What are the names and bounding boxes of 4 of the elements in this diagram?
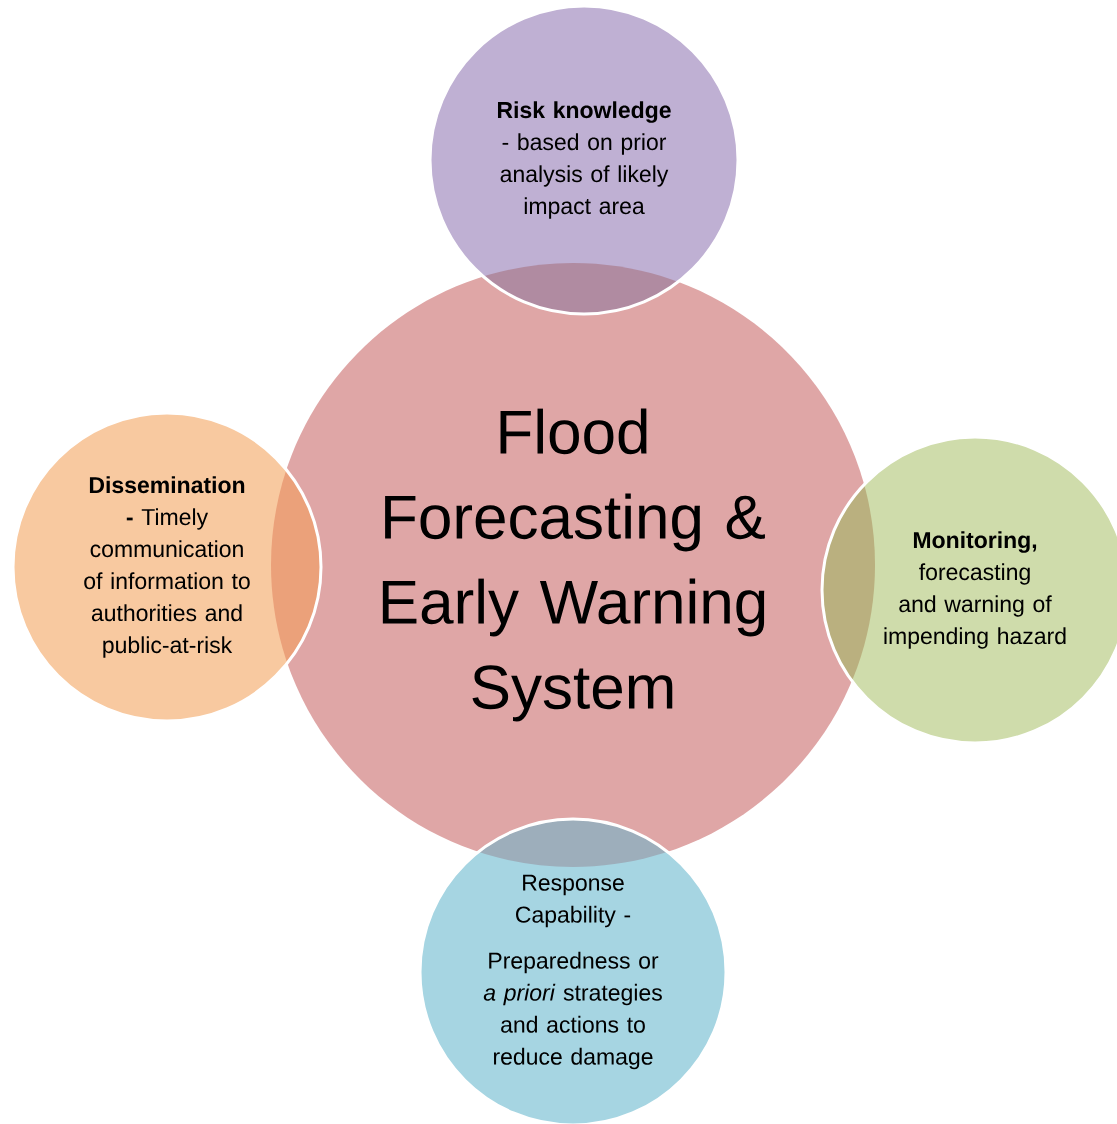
circle-node: Response Capability - Preparedness or a priori strategies and actions to reduce damage xyxy=(418,817,728,1124)
circle-node: Dissemination - Timely communication of information to authorities and public-at-risk xyxy=(11,411,323,723)
circle-node: Risk knowledge - based on prior analysis of likely impact area xyxy=(428,4,740,316)
circle-node: Monitoring, forecasting and warning of impending hazard xyxy=(820,435,1117,745)
